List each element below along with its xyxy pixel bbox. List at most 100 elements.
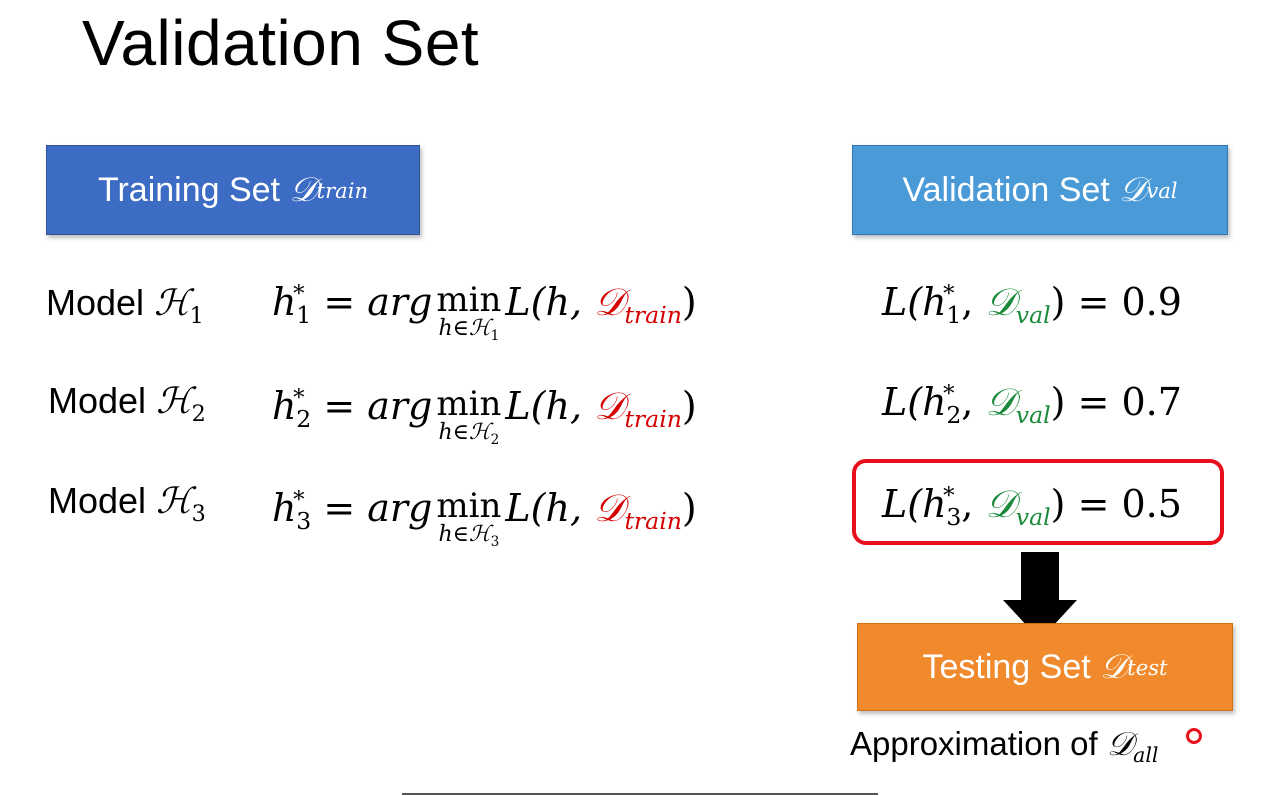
- val-symbol: 𝒟: [985, 482, 1016, 526]
- under-index: 2: [490, 431, 500, 448]
- model-3-label: Model ℋ3: [48, 480, 206, 527]
- equals: =: [311, 384, 368, 428]
- model-2-label: Model ℋ2: [48, 380, 206, 427]
- star: *: [293, 281, 305, 308]
- val-subscript: val: [1015, 401, 1051, 430]
- train-subscript: train: [624, 405, 682, 434]
- val-subscript: val: [1015, 301, 1051, 330]
- hypothesis-symbol: ℋ: [156, 481, 192, 522]
- train-symbol: 𝒟: [594, 486, 625, 530]
- h-symbol: h: [272, 280, 297, 324]
- loss-value: 0.7: [1121, 380, 1182, 424]
- slide-title: Validation Set: [82, 7, 480, 79]
- loss-open: L(h,: [505, 486, 595, 530]
- under-index: 1: [490, 327, 500, 344]
- val-symbol: 𝒟: [985, 380, 1016, 424]
- star: *: [943, 281, 955, 308]
- validation-set-subscript: val: [1146, 177, 1178, 203]
- min: min: [436, 486, 502, 526]
- model-1-label: Model ℋ1: [46, 282, 204, 329]
- training-set-label: Training Set: [97, 170, 290, 209]
- h-symbol: h: [922, 482, 947, 526]
- h-index: 1: [296, 301, 312, 330]
- training-set-subscript: train: [316, 177, 369, 203]
- h-symbol: h: [922, 280, 947, 324]
- loss-equals: ) =: [1050, 280, 1122, 324]
- hypothesis-symbol: ℋ: [154, 283, 190, 324]
- approximation-text: Approximation of: [850, 725, 1107, 762]
- validation-set-symbol: 𝒟: [1119, 170, 1147, 210]
- model-index: 1: [189, 302, 204, 329]
- train-subscript: train: [624, 507, 682, 536]
- val-loss-1: L(h*1, 𝒟val) = 0.9: [882, 280, 1182, 330]
- model-word: Model: [46, 282, 155, 323]
- best-model-highlight: [852, 459, 1224, 545]
- all-subscript: all: [1133, 743, 1159, 768]
- close-paren: ): [681, 486, 697, 530]
- star: *: [943, 483, 955, 510]
- close-paren: ): [681, 280, 697, 324]
- model-word: Model: [48, 480, 157, 521]
- min: min: [436, 384, 502, 424]
- under-set: h∈ℋ: [438, 420, 491, 445]
- testing-set-label: Testing Set: [922, 647, 1101, 686]
- equals: =: [311, 486, 368, 530]
- model-index: 2: [191, 400, 206, 427]
- star: *: [943, 381, 955, 408]
- val-loss-2: L(h*2, 𝒟val) = 0.7: [882, 380, 1182, 430]
- train-subscript: train: [624, 301, 682, 330]
- val-subscript: val: [1015, 503, 1051, 532]
- loss-open: L(h,: [505, 384, 595, 428]
- under-index: 3: [490, 533, 500, 550]
- model-index: 3: [191, 500, 206, 527]
- h-index: 2: [946, 401, 962, 430]
- testing-set-symbol: 𝒟: [1100, 647, 1128, 687]
- loss-equals: ) =: [1050, 380, 1122, 424]
- val-symbol: 𝒟: [985, 280, 1016, 324]
- loss-value: 0.5: [1121, 482, 1182, 526]
- validation-set-label: Validation Set: [902, 170, 1120, 209]
- loss-open: L(: [882, 280, 923, 324]
- h-index: 1: [946, 301, 962, 330]
- loss-equals: ) =: [1050, 482, 1122, 526]
- min: min: [436, 280, 502, 320]
- arg: arg: [367, 486, 433, 530]
- arg: arg: [367, 280, 433, 324]
- training-set-symbol: 𝒟: [289, 170, 317, 210]
- h-index: 2: [296, 405, 312, 434]
- testing-set-subscript: test: [1127, 654, 1168, 680]
- cursor-pointer-icon: [1186, 728, 1202, 744]
- hypothesis-symbol: ℋ: [156, 381, 192, 422]
- approximation-caption: Approximation of 𝒟all: [850, 724, 1158, 767]
- all-symbol: 𝒟: [1106, 724, 1134, 763]
- train-symbol: 𝒟: [594, 280, 625, 324]
- loss-open: L(: [882, 482, 923, 526]
- equals: =: [311, 280, 368, 324]
- h-symbol: h: [272, 486, 297, 530]
- loss-open: L(h,: [505, 280, 595, 324]
- under-set: h∈ℋ: [438, 522, 491, 547]
- under-set: h∈ℋ: [438, 316, 491, 341]
- star: *: [293, 487, 305, 514]
- h-index: 3: [296, 507, 312, 536]
- loss-open: L(: [882, 380, 923, 424]
- h-symbol: h: [272, 384, 297, 428]
- h-index: 3: [946, 503, 962, 532]
- down-arrow-icon: [1021, 552, 1059, 602]
- model-word: Model: [48, 380, 157, 421]
- arg: arg: [367, 384, 433, 428]
- close-paren: ): [681, 384, 697, 428]
- train-symbol: 𝒟: [594, 384, 625, 428]
- val-loss-3: L(h*3, 𝒟val) = 0.5: [882, 482, 1182, 532]
- star: *: [293, 385, 305, 412]
- h-symbol: h: [922, 380, 947, 424]
